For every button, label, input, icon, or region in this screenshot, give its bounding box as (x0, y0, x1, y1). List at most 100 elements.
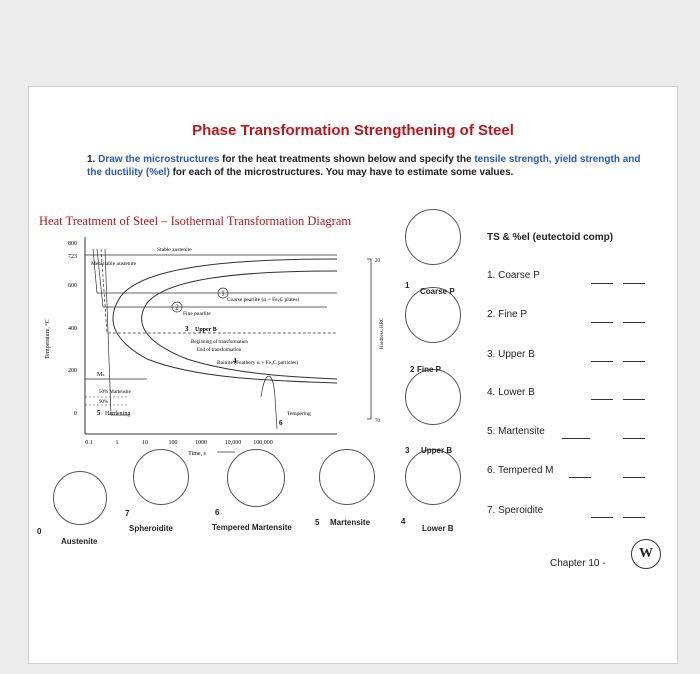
circle-lower-b[interactable] (405, 449, 461, 505)
ts-blank-strength[interactable] (591, 361, 613, 362)
path-line-2 (96, 248, 327, 308)
hardness-tick: 70 (375, 419, 381, 424)
question-text: 1. Draw the microstructures for the heat… (87, 153, 647, 179)
path-number-2: 2 (175, 304, 179, 312)
ts-item-tempered-m: 6. Tempered M (487, 465, 554, 476)
num-martensite: 5 (315, 518, 320, 527)
ts-blank-el[interactable] (623, 477, 645, 478)
circle-upper-b[interactable] (405, 369, 461, 425)
ttt-diagram: 800 723 600 400 200 0 Temperature, °C 0.… (44, 237, 385, 457)
num-spheroidite: 7 (125, 509, 130, 518)
question-part2: for the heat treatments shown below and … (222, 154, 472, 165)
ts-blank-strength[interactable] (569, 477, 591, 478)
ts-blank-strength[interactable] (591, 322, 613, 323)
label-fine-pearlite: Fine pearlite (183, 311, 211, 317)
label-end: End of transformation (197, 348, 242, 353)
x-tick: 100 (169, 440, 178, 446)
ts-blank-el[interactable] (623, 399, 645, 400)
ts-blank-strength[interactable] (591, 517, 613, 518)
circle-coarse-p[interactable] (405, 209, 461, 265)
num-fine-p: 2 (410, 365, 415, 374)
label-tempered-m: Tempered Martensite (212, 523, 292, 532)
circle-austenite[interactable] (53, 471, 107, 525)
ts-item-lower-b: 4. Lower B (487, 387, 535, 398)
ts-heading: TS & %el (eutectoid comp) (487, 232, 614, 243)
num-coarse-p: 1 (405, 281, 410, 290)
x-tick: 10 (142, 440, 148, 446)
ts-blank-el[interactable] (623, 361, 645, 362)
label-lower-b: Lower B (422, 524, 454, 533)
slide-title: Phase Transformation Strengthening of St… (192, 122, 514, 139)
ts-blank-strength[interactable] (562, 438, 590, 439)
logo-letter: W (639, 546, 653, 561)
ts-item-upper-b: 3. Upper B (487, 349, 535, 360)
label-martensite-90: 90% (99, 400, 108, 405)
transformation-end-curve (141, 270, 338, 380)
label-tempering: Tempering (287, 411, 311, 417)
path-number-5: 5 (97, 409, 101, 417)
label-bainite: Bainite (Feathery α + Fe₃C particles) (217, 359, 299, 366)
x-tick: 0.1 (85, 440, 93, 446)
label-upper-b: Upper B (421, 446, 453, 455)
path-number-3: 3 (185, 325, 189, 333)
ts-blank-strength[interactable] (591, 283, 613, 284)
ts-item-spheroidite: 7. Speroidite (487, 505, 544, 516)
label-ms: Mₛ (97, 372, 105, 378)
y-tick: 723 (68, 254, 77, 260)
y-tick: 800 (68, 241, 77, 247)
publisher-logo: W (631, 539, 661, 569)
label-upper-b: Upper B (195, 327, 217, 333)
y-tick: 600 (68, 283, 77, 289)
label-hardening: Hardening (105, 411, 130, 417)
y-axis-label: Temperature, °C (44, 319, 51, 359)
num-lower-b: 4 (401, 517, 406, 526)
ts-blank-el[interactable] (623, 517, 645, 518)
x-axis-label: Time, s (188, 451, 206, 457)
circle-fine-p[interactable] (405, 287, 461, 343)
ts-blank-strength[interactable] (591, 399, 613, 400)
ts-blank-el[interactable] (623, 322, 645, 323)
num-upper-b: 3 (405, 446, 410, 455)
y-tick: 400 (68, 326, 77, 332)
ts-item-coarse-p: 1. Coarse P (487, 270, 540, 281)
x-tick: 10,000 (225, 440, 242, 446)
label-metastable-austenite: Metastable austenite (91, 261, 137, 267)
x-tick: 100,000 (253, 440, 273, 446)
path-number-1: 1 (221, 290, 225, 298)
path-line-6 (260, 375, 278, 430)
question-part1: Draw the microstructures (98, 154, 220, 165)
label-coarse-pearlite: Coarse pearlite (α + Fe₃C plates) (227, 296, 299, 303)
transformation-start-curve (112, 258, 338, 384)
circle-tempered-m[interactable] (227, 449, 285, 507)
circle-spheroidite[interactable] (133, 449, 189, 505)
diagram-title: Heat Treatment of Steel – Isothermal Tra… (39, 214, 352, 228)
question-part4: for each of the microstructures. You may… (172, 167, 514, 178)
label-fine-p: Fine P (417, 365, 442, 374)
x-tick: 1 (116, 440, 119, 446)
ts-item-fine-p: 2. Fine P (487, 309, 528, 320)
ts-item-martensite: 5. Martensite (487, 426, 545, 437)
circle-martensite[interactable] (319, 449, 375, 505)
ts-blank-el[interactable] (623, 438, 645, 439)
path-line-1 (92, 248, 337, 294)
hardness-tick: 20 (375, 259, 381, 264)
num-austenite: 0 (37, 527, 42, 536)
x-tick: 1000 (195, 440, 207, 446)
path-line-3 (100, 248, 337, 334)
label-martensite: Martensite (330, 518, 371, 527)
label-martensite-50: 50% Martensite (99, 390, 132, 395)
chapter-label: Chapter 10 - (550, 558, 606, 569)
slide: Phase Transformation Strengthening of St… (28, 86, 678, 664)
path-number-6: 6 (279, 419, 283, 427)
y-tick: 200 (68, 368, 77, 374)
label-stable-austenite: Stable austenite (157, 247, 192, 253)
label-spheroidite: Spheroidite (129, 524, 174, 533)
num-tempered-m: 6 (215, 508, 220, 517)
hardness-axis-label: Hardness, HRC (380, 317, 385, 349)
label-austenite: Austenite (61, 537, 98, 546)
y-tick: 0 (74, 411, 77, 417)
ts-blank-el[interactable] (623, 283, 645, 284)
label-coarse-p: Coarse P (420, 287, 455, 296)
path-line-5 (104, 248, 129, 416)
label-beginning: Beginning of transformation (191, 340, 248, 345)
